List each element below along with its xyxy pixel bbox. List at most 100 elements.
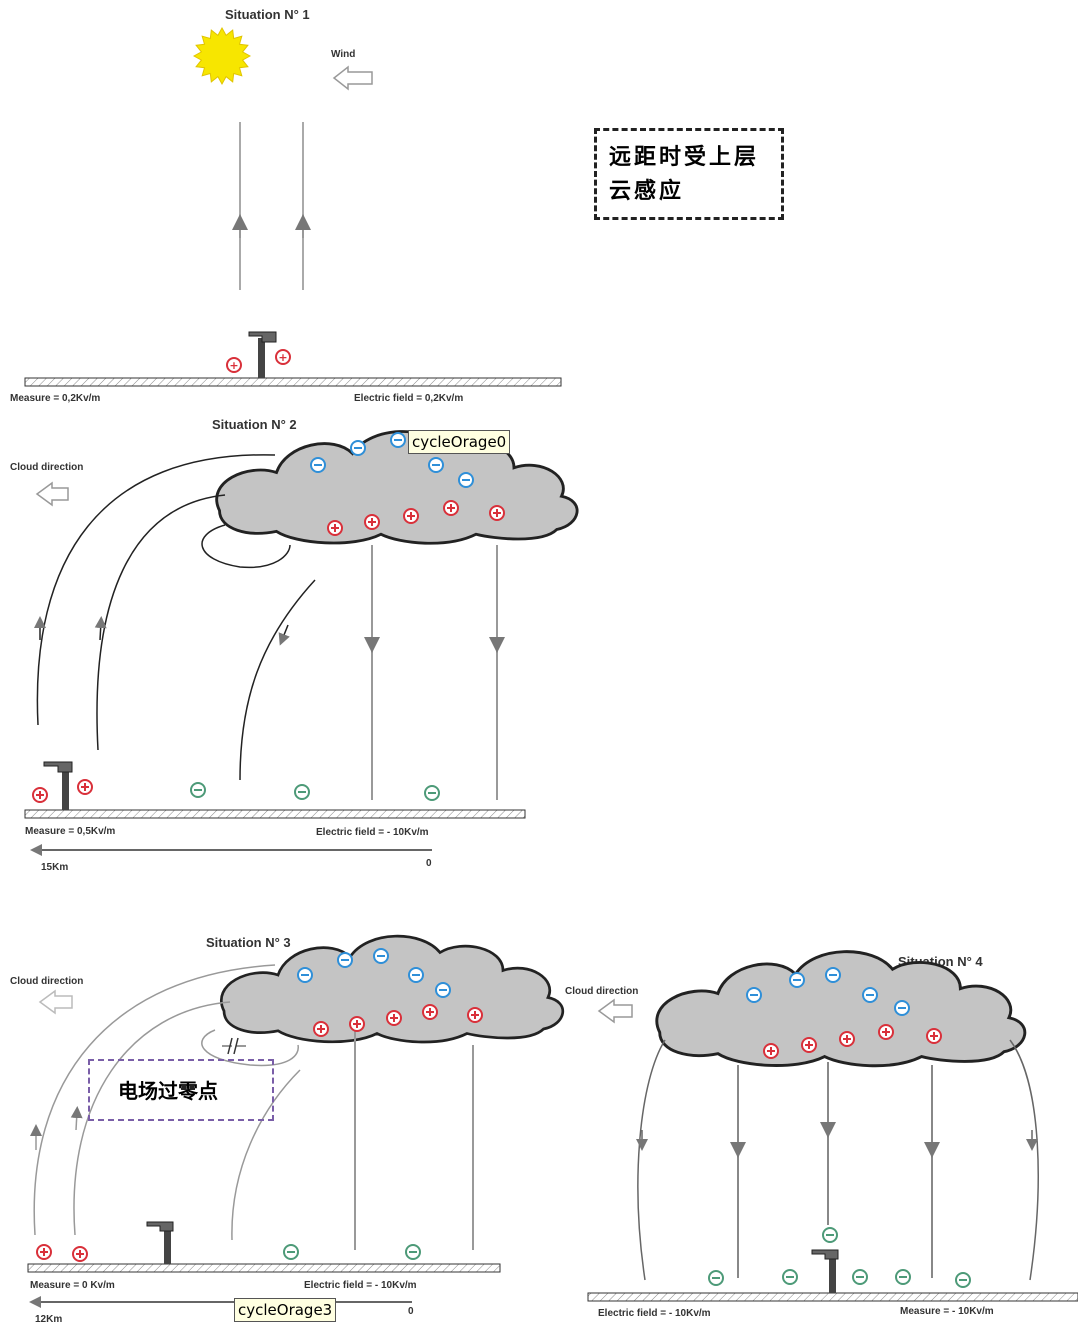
svg-text:+: + <box>278 351 287 364</box>
positive-charge <box>422 1004 438 1020</box>
ground-charges <box>32 779 440 803</box>
positive-charge: + <box>275 349 291 365</box>
remote-induction-text: 远距时受上层云感应 <box>609 145 760 204</box>
field-line <box>96 494 226 751</box>
negative-charge <box>894 1000 910 1016</box>
ground <box>24 377 562 387</box>
negative-charge <box>283 1244 299 1260</box>
zero-crossing-text: 电场过零点 <box>118 1079 218 1103</box>
positive-charge <box>313 1021 329 1037</box>
situation-3-measure: Measure = 0 Kv/m <box>30 1280 115 1291</box>
situation-4-cloud-direction: Cloud direction <box>565 986 638 997</box>
positive-charge <box>36 1244 52 1260</box>
situation-2-distance: 15Km <box>41 862 68 873</box>
zero-crossing-note: 电场过零点 <box>88 1059 274 1121</box>
situation-3-cloud-direction: Cloud direction <box>10 976 83 987</box>
situation-2-zero: 0 <box>426 858 432 869</box>
field-sensor-icon <box>43 761 73 810</box>
ground <box>587 1292 1078 1302</box>
positive-charge <box>32 787 48 803</box>
situation-1-field: Electric field = 0,2Kv/m <box>354 393 463 404</box>
situation-3-field: Electric field = - 10Kv/m <box>304 1280 417 1291</box>
negative-charge <box>852 1269 868 1285</box>
positive-charge <box>839 1031 855 1047</box>
negative-charge <box>458 472 474 488</box>
field-line <box>201 524 291 569</box>
cloud-charges <box>310 432 505 536</box>
field-sensor-icon <box>811 1249 839 1293</box>
positive-charge <box>72 1246 88 1262</box>
capacitor-icon <box>222 1037 246 1055</box>
cycle-orage3-tag[interactable]: cycleOrage3 <box>234 1298 337 1322</box>
storm-cloud <box>215 430 579 545</box>
positive-charge <box>77 779 93 795</box>
field-line <box>36 454 276 726</box>
positive-charge <box>926 1028 942 1044</box>
negative-charge <box>428 457 444 473</box>
situation-2-cloud-direction: Cloud direction <box>10 462 83 473</box>
situation-4-field: Electric field = - 10Kv/m <box>598 1308 711 1319</box>
negative-charge <box>789 972 805 988</box>
cloud-charges <box>746 967 942 1059</box>
field-line <box>73 1001 231 1236</box>
negative-charge <box>310 457 326 473</box>
cloud-charges <box>297 948 483 1037</box>
situation-3-title: Situation N° 3 <box>206 935 291 950</box>
wind-label: Wind <box>331 49 355 60</box>
field-line <box>33 964 276 1236</box>
situation-3: Situation N° 3 Cloud direction Measure =… <box>10 934 565 1325</box>
svg-text:+: + <box>229 359 238 372</box>
field-sensor-icon <box>248 331 277 378</box>
negative-charge <box>424 785 440 801</box>
cloud-direction-arrow-icon <box>38 989 73 1015</box>
negative-charge <box>862 987 878 1003</box>
situation-2-title: Situation N° 2 <box>212 417 297 432</box>
situation-2-field: Electric field = - 10Kv/m <box>316 827 429 838</box>
negative-charge <box>408 967 424 983</box>
positive-charge <box>443 500 459 516</box>
positive-charge <box>467 1007 483 1023</box>
positive-charge <box>327 520 343 536</box>
positive-charge <box>878 1024 894 1040</box>
negative-charge <box>746 987 762 1003</box>
negative-charge <box>350 440 366 456</box>
cycle-orage0-tag[interactable]: cycleOrage0 <box>408 430 511 454</box>
ground <box>24 809 526 819</box>
situation-3-distance: 12Km <box>35 1314 62 1325</box>
field-line <box>1009 1039 1039 1281</box>
cloud-direction-arrow-icon <box>35 481 69 507</box>
cloud-direction-arrow-icon <box>597 998 633 1024</box>
negative-charge <box>955 1272 971 1288</box>
negative-charge <box>337 952 353 968</box>
situation-1: Situation N° 1 Wind + + Measure = 0,2Kv/… <box>10 7 562 404</box>
wind-arrow-icon <box>332 65 373 91</box>
positive-charge <box>349 1016 365 1032</box>
storm-cloud <box>219 934 565 1044</box>
positive-charge <box>489 505 505 521</box>
positive-charge: + <box>226 357 242 373</box>
sun-icon <box>192 26 252 86</box>
negative-charge <box>435 982 451 998</box>
ground-charges <box>708 1227 971 1288</box>
situation-2: Situation N° 2 Cloud direction Measure =… <box>10 417 579 873</box>
remote-induction-note: 远距时受上层云感应 <box>594 128 784 220</box>
negative-charge <box>708 1270 724 1286</box>
field-line <box>231 1069 301 1241</box>
negative-charge <box>895 1269 911 1285</box>
negative-charge <box>190 782 206 798</box>
ground-charges <box>36 1244 421 1262</box>
situation-4: Situation N° 4 Cloud direction Electric … <box>565 950 1078 1319</box>
field-line <box>637 1039 666 1281</box>
field-sensor-icon <box>146 1221 174 1264</box>
negative-charge <box>822 1227 838 1243</box>
positive-charge <box>801 1037 817 1053</box>
situation-1-title: Situation N° 1 <box>225 7 310 22</box>
negative-charge <box>297 967 313 983</box>
situation-2-measure: Measure = 0,5Kv/m <box>25 826 115 837</box>
positive-charge <box>386 1010 402 1026</box>
negative-charge <box>782 1269 798 1285</box>
ground <box>27 1263 501 1273</box>
situation-1-measure: Measure = 0,2Kv/m <box>10 393 100 404</box>
positive-charge <box>364 514 380 530</box>
